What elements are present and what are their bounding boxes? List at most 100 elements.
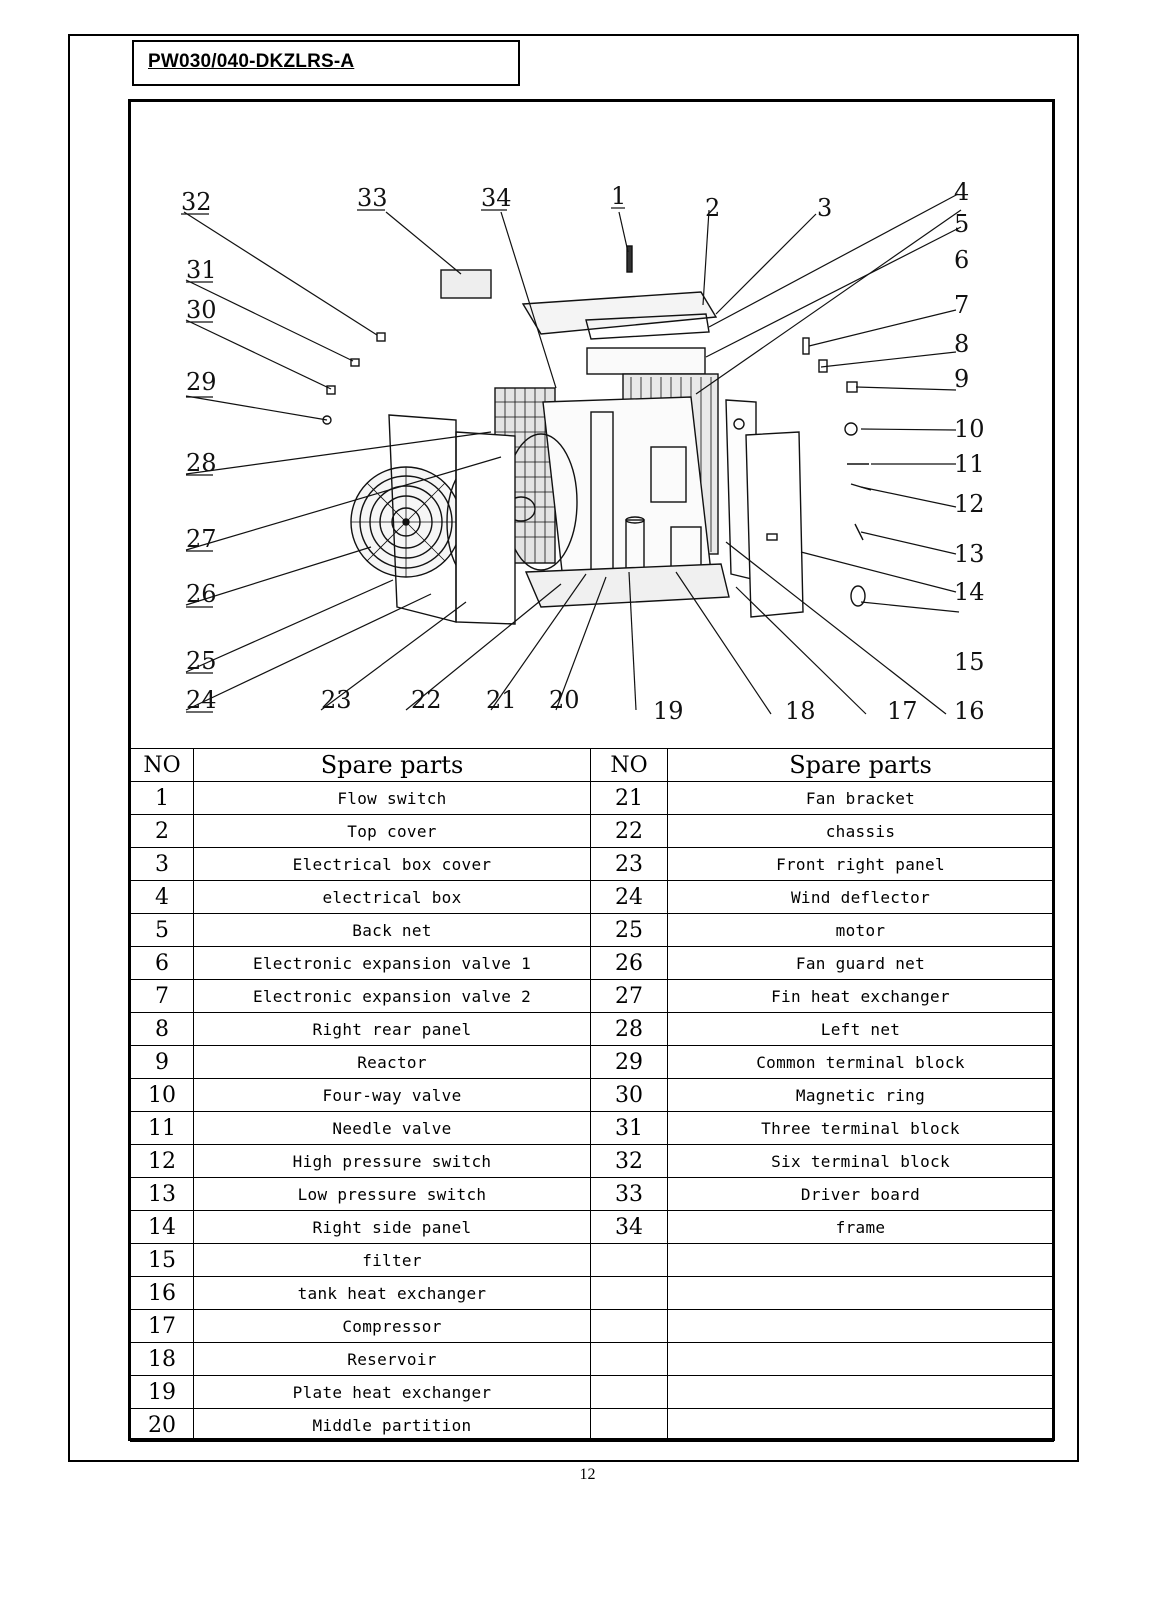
callout-30: 30 (186, 296, 217, 324)
header-parts-right: Spare parts (667, 748, 1054, 782)
row-no: 4 (130, 880, 194, 914)
table-row: 3 Electrical box cover 23 Front right pa… (130, 847, 1054, 881)
row-no: 28 (590, 1012, 668, 1046)
row-no: 1 (130, 781, 194, 815)
callout-24: 24 (186, 686, 217, 714)
row-part: Left net (667, 1012, 1054, 1046)
table-row: 13 Low pressure switch 33 Driver board (130, 1177, 1054, 1211)
model-title-box: PW030/040-DKZLRS-A (132, 40, 520, 86)
callout-9: 9 (954, 365, 969, 393)
callout-6: 6 (954, 246, 969, 274)
table-row: 1 Flow switch 21 Fan bracket (130, 781, 1054, 815)
row-part: Electronic expansion valve 1 (193, 946, 591, 980)
callout-28: 28 (186, 449, 217, 477)
row-part: Wind deflector (667, 880, 1054, 914)
row-no: 8 (130, 1012, 194, 1046)
row-part: filter (193, 1243, 591, 1277)
row-part: Magnetic ring (667, 1078, 1054, 1112)
row-part: Right rear panel (193, 1012, 591, 1046)
callout-21: 21 (486, 686, 517, 714)
header-no-right: NO (590, 748, 668, 782)
page-frame (68, 34, 1079, 1462)
row-no: 17 (130, 1309, 194, 1343)
table-row: 17 Compressor (130, 1309, 1054, 1343)
row-part: Fin heat exchanger (667, 979, 1054, 1013)
table-row: 6 Electronic expansion valve 1 26 Fan gu… (130, 946, 1054, 980)
callout-13: 13 (954, 540, 985, 568)
callout-29: 29 (186, 368, 217, 396)
row-no: 10 (130, 1078, 194, 1112)
row-no: 18 (130, 1342, 194, 1376)
row-part: Fan guard net (667, 946, 1054, 980)
row-no-empty (590, 1408, 668, 1442)
row-no: 30 (590, 1078, 668, 1112)
row-no-empty (590, 1375, 668, 1409)
callout-5: 5 (954, 210, 969, 238)
table-row: 20 Middle partition (130, 1408, 1054, 1442)
table-row: 9 Reactor 29 Common terminal block (130, 1045, 1054, 1079)
row-no: 25 (590, 913, 668, 947)
table-row: 19 Plate heat exchanger (130, 1375, 1054, 1409)
table-header-row: NO Spare parts NO Spare parts (130, 748, 1054, 782)
table-row: 2 Top cover 22 chassis (130, 814, 1054, 848)
callout-33: 33 (357, 184, 388, 212)
row-no: 7 (130, 979, 194, 1013)
row-part: Three terminal block (667, 1111, 1054, 1145)
callout-17: 17 (887, 697, 918, 725)
row-no: 24 (590, 880, 668, 914)
row-part: chassis (667, 814, 1054, 848)
row-part-empty (667, 1276, 1054, 1310)
callout-31: 31 (186, 256, 217, 284)
table-row: 11 Needle valve 31 Three terminal block (130, 1111, 1054, 1145)
table-row: 12 High pressure switch 32 Six terminal … (130, 1144, 1054, 1178)
callout-10: 10 (954, 415, 985, 443)
row-part: Driver board (667, 1177, 1054, 1211)
row-no: 32 (590, 1144, 668, 1178)
row-part: Electronic expansion valve 2 (193, 979, 591, 1013)
unit-drawing (322, 245, 872, 625)
row-part-empty (667, 1342, 1054, 1376)
table-row: 18 Reservoir (130, 1342, 1054, 1376)
exploded-view-diagram: 1 2 3 4 5 6 7 8 9 10 11 12 13 14 15 16 1… (181, 178, 985, 725)
callout-2: 2 (705, 194, 720, 222)
table-row: 14 Right side panel 34 frame (130, 1210, 1054, 1244)
callout-20: 20 (549, 686, 580, 714)
row-no: 5 (130, 913, 194, 947)
row-part: Four-way valve (193, 1078, 591, 1112)
row-part-empty (667, 1243, 1054, 1277)
callout-3: 3 (817, 194, 832, 222)
row-no: 12 (130, 1144, 194, 1178)
table-row: 7 Electronic expansion valve 2 27 Fin he… (130, 979, 1054, 1013)
spare-parts-table: NO Spare parts NO Spare parts 1 Flow swi… (130, 748, 1054, 1442)
row-part: electrical box (193, 880, 591, 914)
row-no: 3 (130, 847, 194, 881)
row-no: 20 (130, 1408, 194, 1442)
row-part: Compressor (193, 1309, 591, 1343)
row-part: Six terminal block (667, 1144, 1054, 1178)
callout-12: 12 (954, 490, 985, 518)
row-no: 15 (130, 1243, 194, 1277)
row-part-empty (667, 1375, 1054, 1409)
row-part: Front right panel (667, 847, 1054, 881)
row-part: Reactor (193, 1045, 591, 1079)
table-row: 15 filter (130, 1243, 1054, 1277)
row-no: 29 (590, 1045, 668, 1079)
callout-32: 32 (181, 188, 212, 216)
callout-23: 23 (321, 686, 352, 714)
row-part: Right side panel (193, 1210, 591, 1244)
callout-underlines (181, 207, 625, 713)
row-part: motor (667, 913, 1054, 947)
callout-26: 26 (186, 580, 217, 608)
row-no: 2 (130, 814, 194, 848)
row-part: Reservoir (193, 1342, 591, 1376)
model-title: PW030/040-DKZLRS-A (148, 51, 355, 72)
row-no: 6 (130, 946, 194, 980)
callout-11: 11 (954, 450, 985, 478)
row-part: Middle partition (193, 1408, 591, 1442)
table-row: 10 Four-way valve 30 Magnetic ring (130, 1078, 1054, 1112)
callout-16: 16 (954, 697, 985, 725)
leader-lines (183, 193, 962, 715)
row-part: Flow switch (193, 781, 591, 815)
callout-7: 7 (954, 291, 969, 319)
callout-34: 34 (481, 184, 512, 212)
